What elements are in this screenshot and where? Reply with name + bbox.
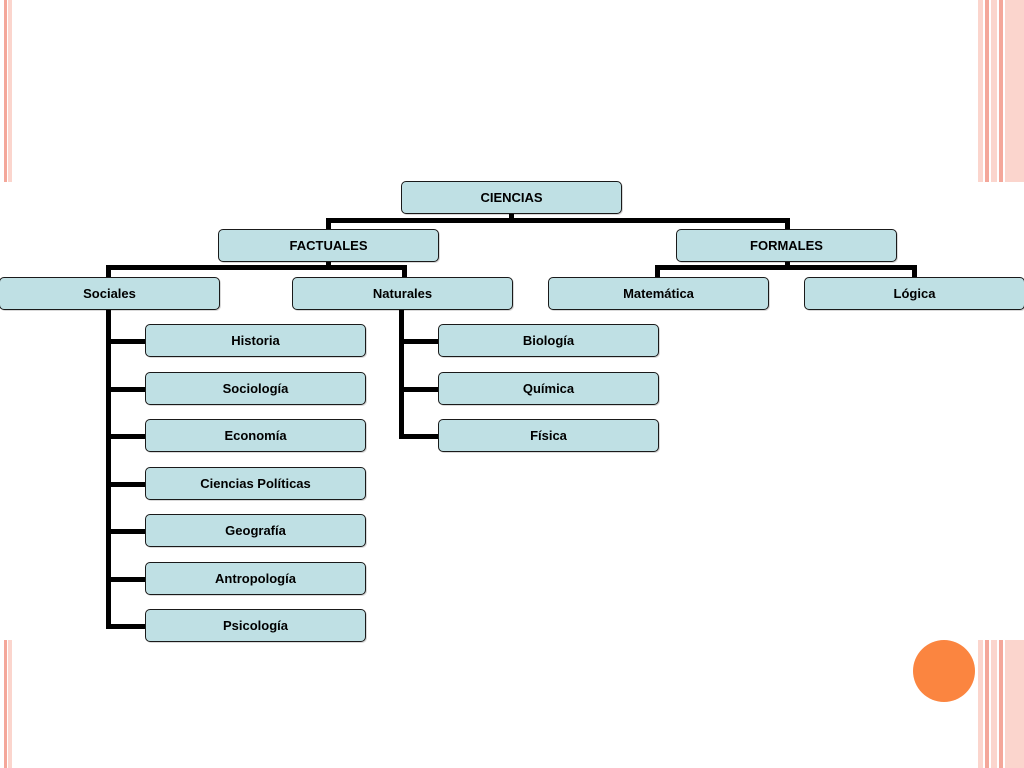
node-economia: Economía bbox=[145, 419, 366, 452]
node-formales: FORMALES bbox=[676, 229, 897, 262]
node-biologia: Biología bbox=[438, 324, 659, 357]
node-historia: Historia bbox=[145, 324, 366, 357]
node-factuales: FACTUALES bbox=[218, 229, 439, 262]
node-quimica: Química bbox=[438, 372, 659, 405]
node-psicologia: Psicología bbox=[145, 609, 366, 642]
node-sociologia: Sociología bbox=[145, 372, 366, 405]
node-ciencias-politicas: Ciencias Políticas bbox=[145, 467, 366, 500]
node-matematica: Matemática bbox=[548, 277, 769, 310]
node-logica: Lógica bbox=[804, 277, 1024, 310]
node-fisica: Física bbox=[438, 419, 659, 452]
accent-circle bbox=[913, 640, 975, 702]
node-sociales: Sociales bbox=[0, 277, 220, 310]
node-geografia: Geografía bbox=[145, 514, 366, 547]
node-antropologia: Antropología bbox=[145, 562, 366, 595]
node-ciencias: CIENCIAS bbox=[401, 181, 622, 214]
node-naturales: Naturales bbox=[292, 277, 513, 310]
